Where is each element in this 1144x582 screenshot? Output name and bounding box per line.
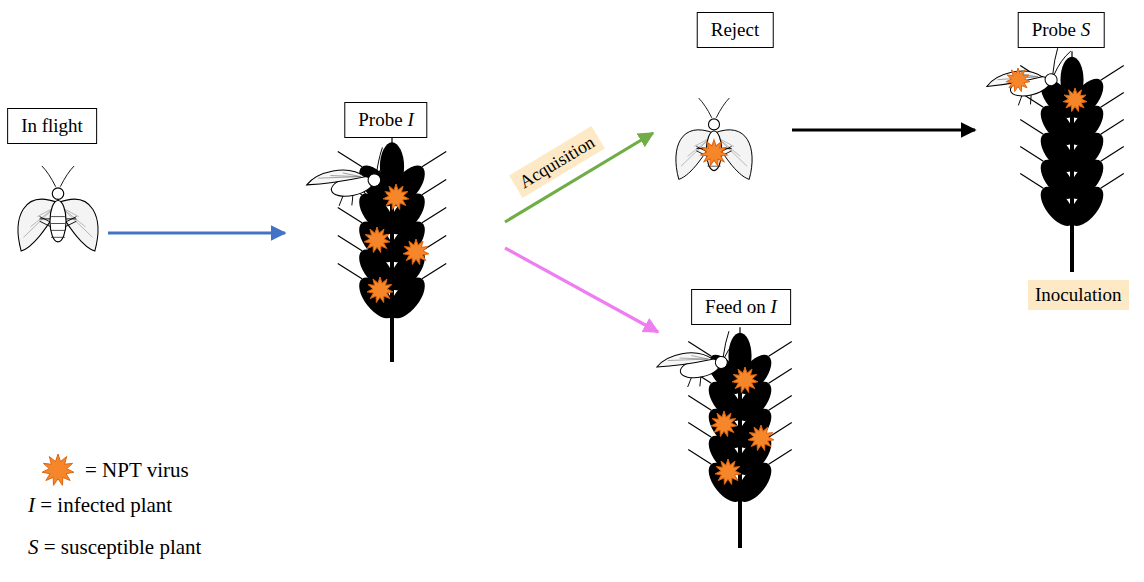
wheat-plant (338, 137, 446, 362)
legend-entry: = NPT virus (85, 457, 189, 483)
virus-symbol (1006, 68, 1030, 92)
stage-region: In flight (10, 105, 106, 265)
aphid (302, 145, 405, 214)
stage-label: Inoculation (1035, 284, 1122, 305)
stage-label: Feed on I (691, 289, 791, 325)
virus-symbol (711, 411, 737, 436)
stage-region: Reject (655, 10, 790, 190)
virus-symbol (1063, 88, 1087, 112)
stage-label: In flight (7, 108, 97, 144)
arrow-connector (505, 248, 658, 332)
stage-region: Probe I (287, 98, 503, 368)
legend-entry: I = infected plant (28, 492, 172, 518)
virus-symbol (42, 454, 74, 485)
flying-aphid (676, 98, 752, 179)
process-box: Inoculation (1028, 280, 1129, 310)
aphid (982, 45, 1081, 113)
flying-aphid (18, 166, 98, 251)
stage-label: Probe I (344, 102, 427, 138)
virus-symbol (364, 227, 390, 252)
virus-symbol (715, 459, 741, 484)
arrow-connector (108, 231, 285, 234)
stage-region: Probe S (977, 10, 1127, 272)
legend-entry: S = susceptible plant (28, 534, 201, 560)
virus-symbol (701, 140, 727, 166)
virus-symbol (748, 425, 774, 450)
stage-region: Feed on I (660, 287, 795, 552)
virus-symbol (732, 367, 758, 392)
edge-label: Acquisition (509, 126, 605, 198)
virus-symbol (367, 277, 393, 302)
stage-label: Reject (697, 12, 774, 48)
aphid (653, 329, 751, 395)
virus-symbol (383, 184, 409, 209)
virus-symbol (403, 239, 429, 264)
arrow-connector (792, 128, 975, 131)
stage-label: Probe S (1018, 12, 1105, 48)
